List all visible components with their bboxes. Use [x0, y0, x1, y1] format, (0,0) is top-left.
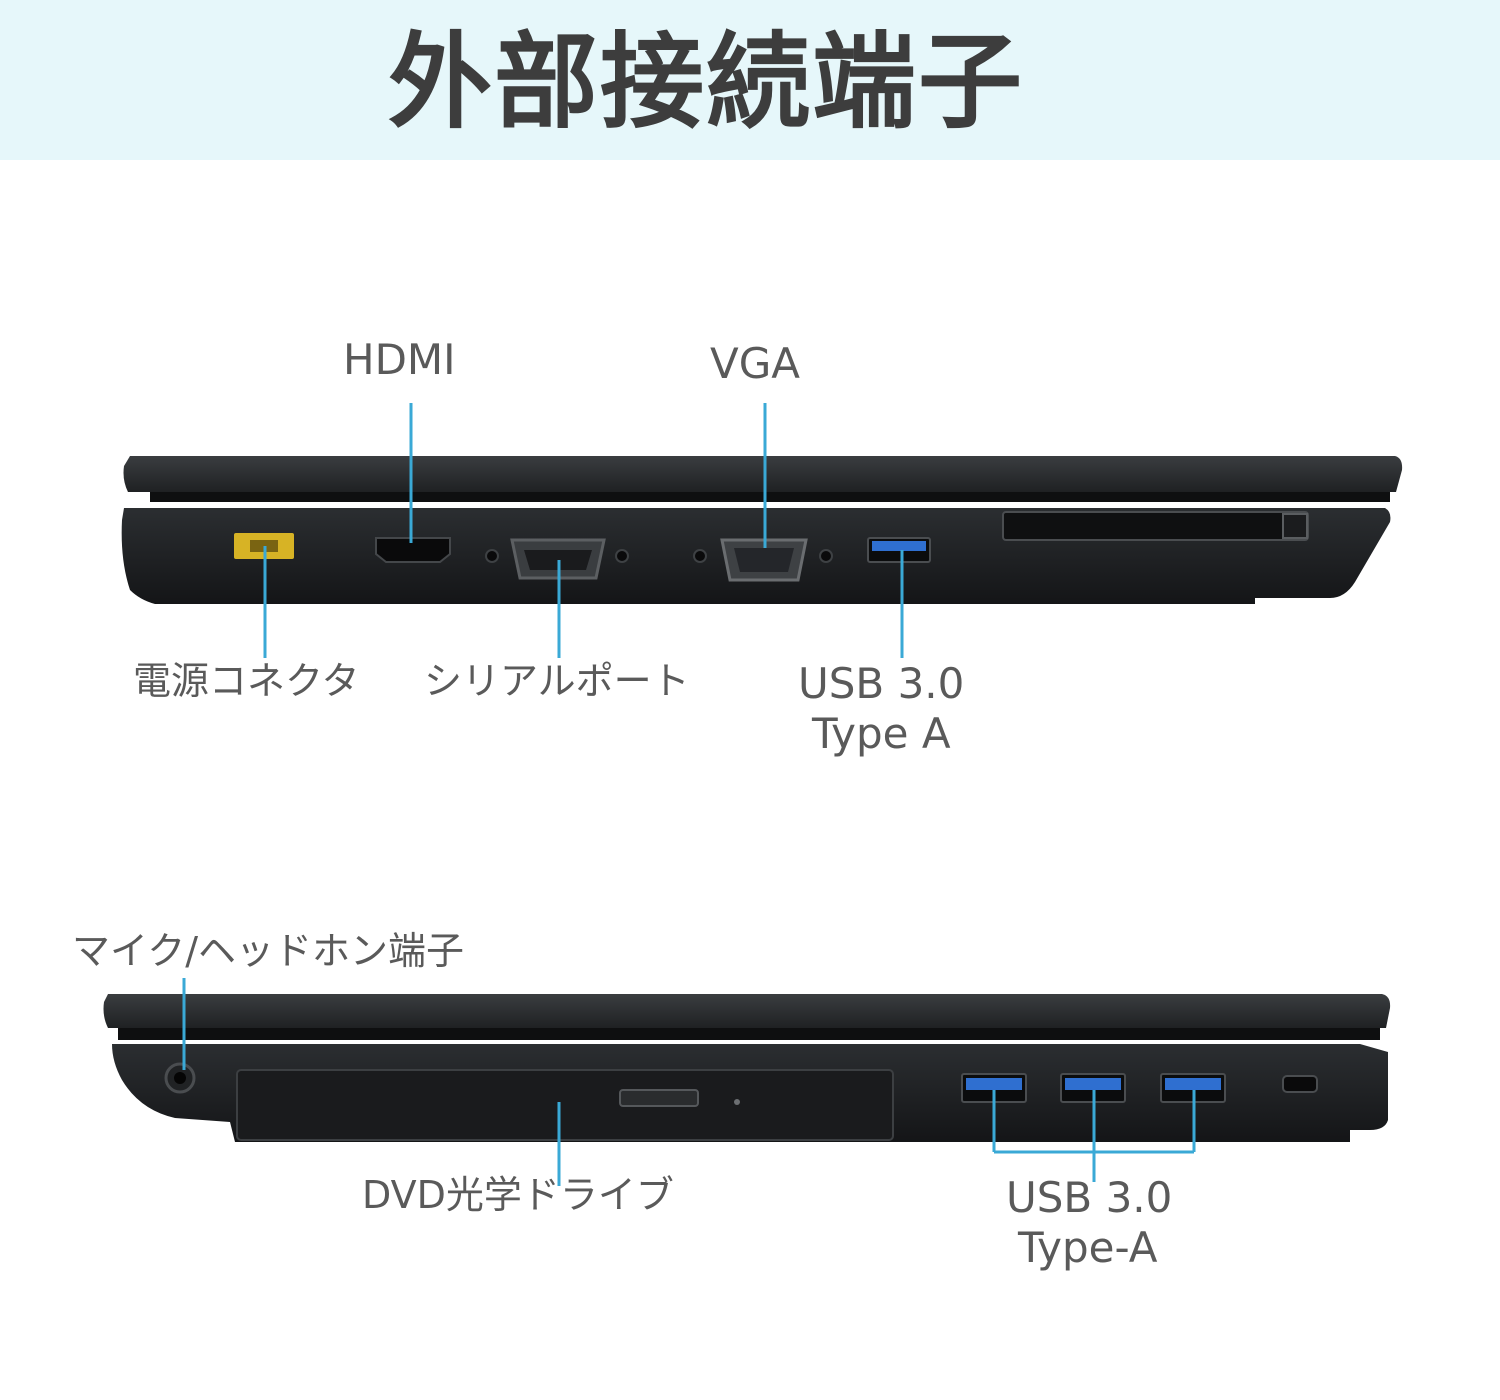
label-usb-bottom-line1: USB 3.0	[1006, 1173, 1173, 1222]
hdmi-port-icon	[375, 537, 451, 563]
label-serial-port: シリアルポート	[424, 659, 690, 703]
dvd-drive-icon	[236, 1069, 894, 1141]
label-dvd-drive: DVD光学ドライブ	[362, 1173, 674, 1217]
label-audio-jack: マイク/ヘッドホン端子	[72, 929, 465, 973]
page-title: 外部接続端子	[388, 21, 1025, 143]
top-laptop	[121, 403, 1403, 658]
label-vga: VGA	[710, 339, 801, 388]
label-power-connector: 電源コネクタ	[133, 659, 360, 703]
lock-slot-icon	[1282, 1075, 1318, 1093]
bottom-laptop	[103, 978, 1391, 1186]
label-usb-top-line2: Type A	[812, 709, 951, 758]
label-usb-top-line1: USB 3.0	[798, 659, 965, 708]
label-hdmi: HDMI	[343, 335, 456, 384]
header-banner: 外部接続端子	[0, 0, 1500, 160]
label-usb-bottom-line2: Type-A	[1018, 1223, 1158, 1272]
